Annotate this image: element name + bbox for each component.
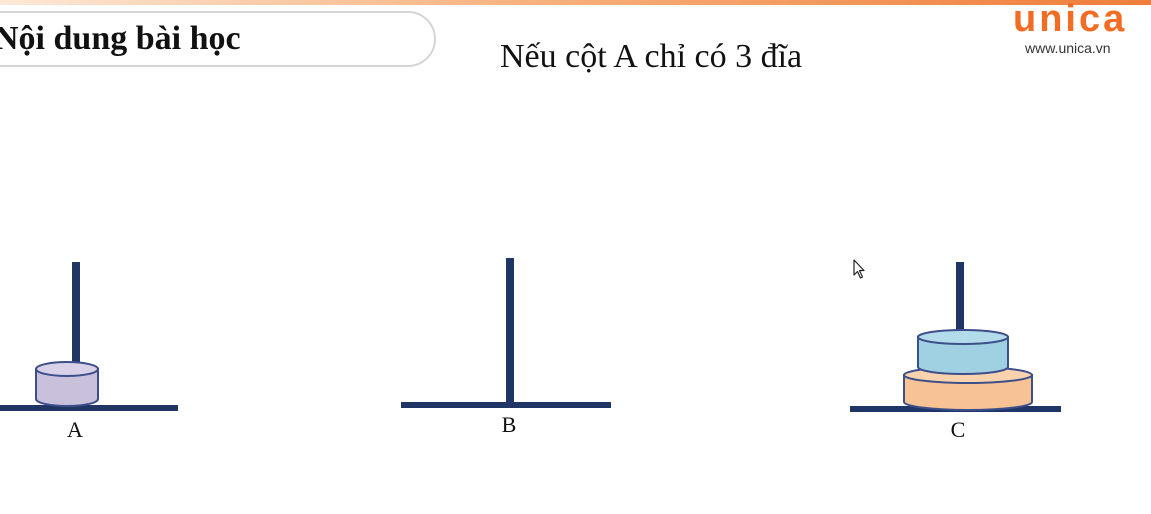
disk-a-1 <box>35 361 99 407</box>
peg-b-base <box>401 402 611 408</box>
mouse-pointer-icon <box>853 259 865 279</box>
logo-wordmark: unica <box>1013 0 1128 40</box>
tower-c <box>850 262 1061 412</box>
logo-url: www.unica.vn <box>1025 40 1111 56</box>
section-title-pill <box>0 11 436 67</box>
tower-b <box>401 258 611 408</box>
tower-a <box>0 262 178 411</box>
unica-logo: unica www.unica.vn <box>1013 0 1143 60</box>
top-accent-bar <box>0 0 1151 5</box>
disk-c-2 <box>917 329 1009 375</box>
tower-label-c: C <box>950 417 966 442</box>
tower-label-a: A <box>67 417 83 442</box>
peg-b-pole <box>506 258 514 406</box>
section-title: Nội dung bài học <box>0 20 241 57</box>
peg-a-base <box>0 405 178 411</box>
peg-a-pole <box>72 262 80 408</box>
peg-c-pole <box>956 262 964 332</box>
slide-heading: Nếu cột A chỉ có 3 đĩa <box>500 38 803 75</box>
tower-label-b: B <box>501 412 517 437</box>
